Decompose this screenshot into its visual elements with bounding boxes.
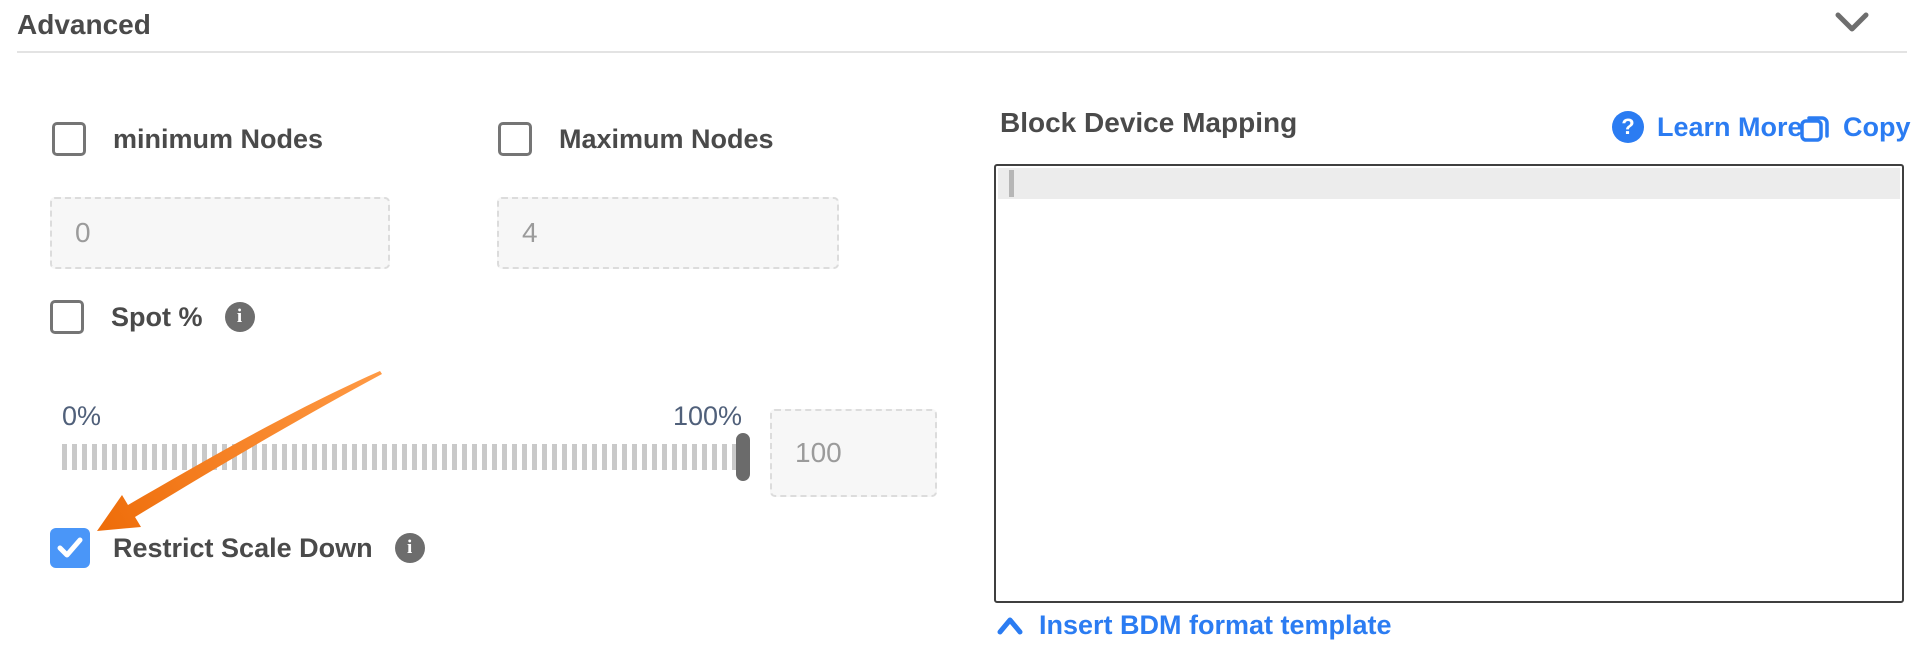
restrict-scale-down-label: Restrict Scale Down: [113, 532, 373, 563]
insert-bdm-template-label: Insert BDM format template: [1039, 610, 1392, 640]
maximum-nodes-input[interactable]: [497, 197, 839, 269]
minimum-nodes-row: minimum Nodes: [52, 122, 323, 156]
spot-percent-slider-track[interactable]: [62, 444, 750, 470]
learn-more-link[interactable]: ? Learn More: [1612, 111, 1803, 143]
copy-icon: [1796, 109, 1833, 146]
maximum-nodes-checkbox[interactable]: [498, 122, 532, 156]
minimum-nodes-checkbox[interactable]: [52, 122, 86, 156]
spot-percent-row: Spot % i: [50, 300, 255, 334]
copy-label: Copy: [1843, 112, 1911, 142]
learn-more-label: Learn More: [1657, 111, 1803, 142]
spot-percent-slider-handle[interactable]: [736, 433, 750, 481]
restrict-info-icon[interactable]: i: [394, 533, 425, 563]
spot-percent-input[interactable]: [770, 409, 937, 497]
question-circle-icon: ?: [1612, 111, 1644, 143]
spot-percent-checkbox[interactable]: [50, 300, 84, 334]
minimum-nodes-input[interactable]: [50, 197, 390, 269]
block-device-mapping-title: Block Device Mapping: [1000, 107, 1298, 138]
advanced-collapse-button[interactable]: [1832, 8, 1872, 36]
editor-active-line: [998, 168, 1900, 199]
chevron-down-icon: [1832, 8, 1872, 36]
insert-bdm-template-link[interactable]: Insert BDM format template: [996, 610, 1392, 641]
copy-button[interactable]: Copy: [1796, 109, 1911, 146]
minimum-nodes-label: minimum Nodes: [113, 123, 324, 154]
spot-percent-label: Spot %: [111, 301, 203, 332]
slider-min-label: 0%: [62, 401, 102, 431]
restrict-scale-down-checkbox[interactable]: [50, 528, 90, 568]
header-divider: [17, 51, 1907, 53]
checkmark-icon: [56, 536, 84, 560]
editor-text-cursor: [1009, 170, 1014, 197]
restrict-scale-down-row: Restrict Scale Down i: [50, 528, 425, 568]
maximum-nodes-label: Maximum Nodes: [559, 123, 774, 154]
slider-max-label: 100%: [672, 401, 742, 431]
bdm-editor[interactable]: [994, 164, 1904, 603]
maximum-nodes-row: Maximum Nodes: [498, 122, 774, 156]
chevron-up-icon: [996, 615, 1024, 637]
advanced-section-title: Advanced: [17, 9, 151, 40]
spot-info-icon[interactable]: i: [224, 302, 255, 332]
